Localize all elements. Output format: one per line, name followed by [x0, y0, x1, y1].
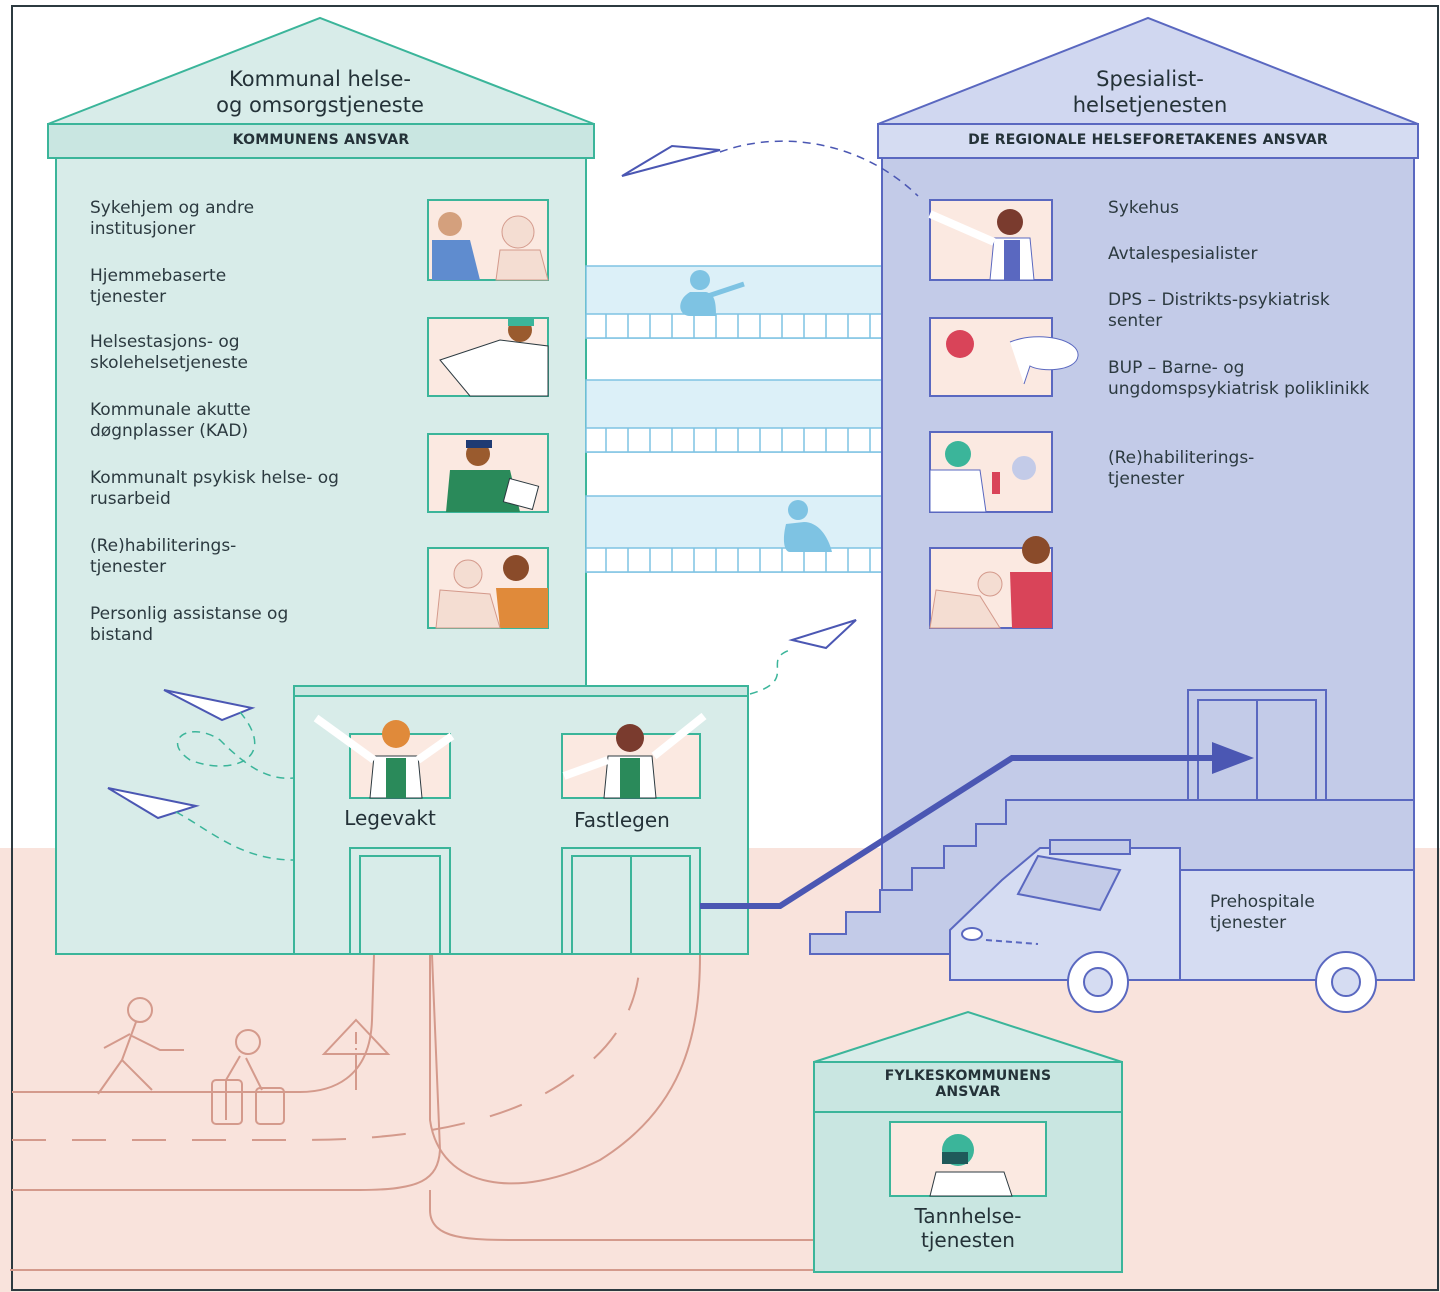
- window-hospital: [928, 199, 1053, 281]
- window-home-care: [427, 317, 549, 397]
- municipal-title-line1: Kommunal helse-: [229, 67, 411, 91]
- county-band: FYLKESKOMMUNENS ANSVAR: [814, 1068, 1122, 1100]
- county-band-line1: FYLKESKOMMUNENS: [884, 1068, 1052, 1084]
- specialist-title-line2: helsetjenesten: [1072, 93, 1228, 117]
- frame: [11, 5, 1439, 1291]
- window-dentist: [889, 1121, 1047, 1197]
- municipal-service: (Re)habiliterings-tjenester: [90, 536, 237, 577]
- window-child-psychiatry: [929, 431, 1053, 513]
- bridge-railing: [585, 313, 883, 339]
- county-service: Tannhelse- tjenesten: [814, 1204, 1122, 1252]
- county-band-line2: ANSVAR: [935, 1084, 1001, 1100]
- municipal-service: Hjemmebaserte tjenester: [90, 266, 227, 307]
- county-service-line1: Tannhelse-: [914, 1204, 1022, 1228]
- specialist-service: BUP – Barne- og ungdomspsykiatrisk polik…: [1108, 358, 1370, 399]
- window-legevakt: [313, 714, 455, 799]
- bridge-railing: [585, 547, 883, 573]
- window-psychiatric: [929, 317, 1079, 397]
- specialist-title-line1: Spesialist-: [1096, 67, 1204, 91]
- paper-plane-icon: [107, 144, 857, 820]
- warning-sign-icon: [321, 1018, 391, 1090]
- referral-arrowhead: [1212, 742, 1254, 774]
- person-on-bridge-icon: [680, 270, 832, 552]
- municipal-service: Kommunalt psykisk helse- og rusarbeid: [90, 468, 339, 509]
- municipal-title: Kommunal helse- og omsorgstjeneste: [170, 66, 470, 118]
- municipal-band: KOMMUNENS ANSVAR: [232, 132, 410, 148]
- ambulance-label: Prehospitale tjenester: [1210, 892, 1315, 933]
- specialist-service: Sykehus: [1108, 198, 1179, 218]
- ambulance-icon: [949, 839, 1415, 1013]
- window-fastlegen: [561, 712, 707, 799]
- fastlegen-label: Fastlegen: [574, 808, 670, 832]
- municipal-service: Kommunale akutte døgnplasser (KAD): [90, 400, 251, 441]
- pedestrian-walking-icon: [97, 997, 184, 1095]
- bridge-railing: [585, 427, 883, 453]
- municipal-service: Sykehjem og andre institusjoner: [90, 198, 255, 239]
- specialist-service: (Re)habiliterings-tjenester: [1108, 448, 1255, 489]
- referral-arrow: [700, 755, 1230, 909]
- specialist-band: DE REGIONALE HELSEFORETAKENES ANSVAR: [968, 132, 1328, 148]
- window-rehab: [427, 547, 549, 629]
- elderly-person-icon: [211, 1029, 285, 1125]
- county-service-line2: tjenesten: [921, 1228, 1015, 1252]
- municipal-service: Personlig assistanse og bistand: [90, 604, 289, 645]
- road: [10, 954, 815, 1271]
- plane-trails: [175, 140, 919, 861]
- window-rehab-specialist: [929, 536, 1053, 629]
- specialist-service: Avtalespesialister: [1108, 244, 1258, 264]
- window-nursing-home: [427, 199, 549, 281]
- window-health-station: [427, 433, 549, 513]
- municipal-title-line2: og omsorgstjeneste: [216, 93, 424, 117]
- municipal-service: Helsestasjons- og skolehelsetjeneste: [90, 332, 249, 373]
- legevakt-label: Legevakt: [344, 806, 436, 830]
- specialist-title: Spesialist- helsetjenesten: [1000, 66, 1300, 118]
- specialist-service: DPS – Distrikts-psykiatrisk senter: [1108, 290, 1330, 331]
- bridges: [585, 265, 883, 573]
